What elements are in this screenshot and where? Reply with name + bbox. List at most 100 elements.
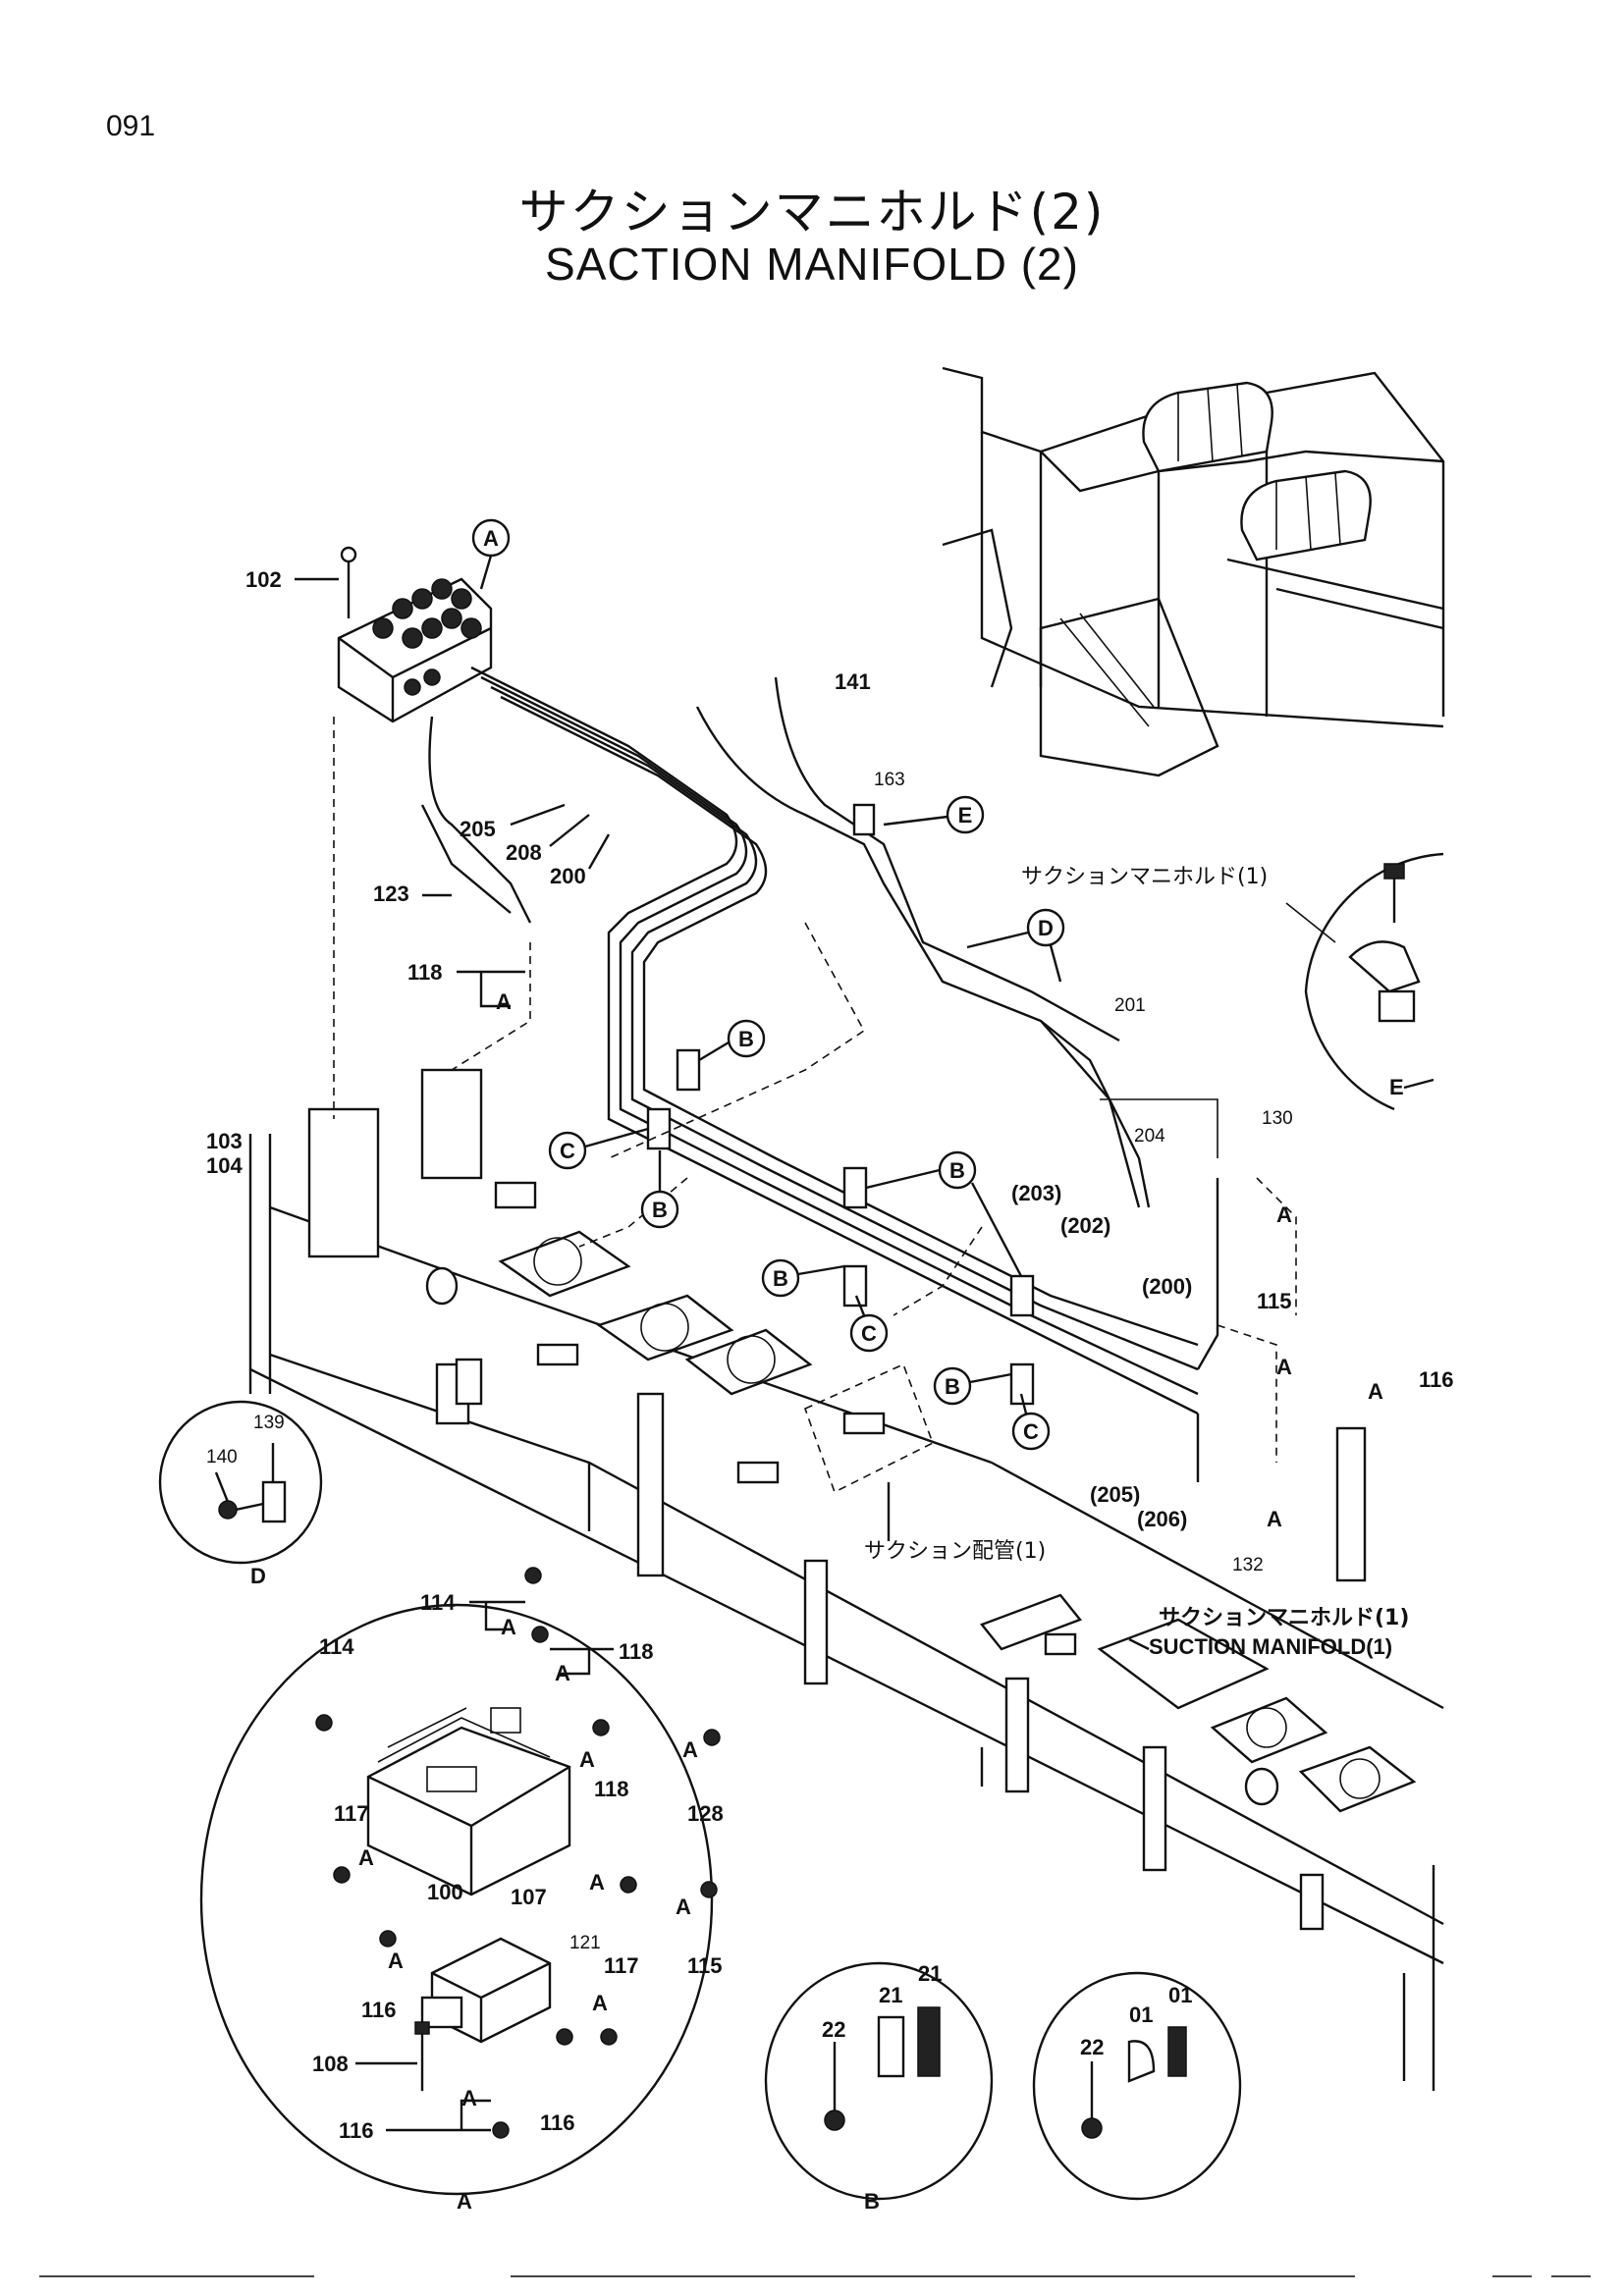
label-a-ref-1: A (496, 989, 512, 1014)
label-140: 140 (206, 1447, 238, 1468)
label-205b: (205) (1090, 1482, 1140, 1507)
label-104: 104 (206, 1153, 243, 1178)
title-japanese: サクションマニホルド(2) (518, 184, 1106, 240)
pipe-bundle (420, 666, 1219, 1482)
callout-b-2: B (640, 1150, 679, 1229)
label-128: 128 (687, 1801, 724, 1826)
label-205: 205 (460, 817, 496, 841)
detail-view-e: E (1285, 852, 1444, 1111)
label-208: 208 (506, 840, 542, 865)
part-labels: 102 123 118 A 103 104 205 208 200 141 16… (206, 567, 1454, 1575)
title-english: SACTION MANIFOLD (2) (545, 239, 1079, 290)
svg-text:C: C (1023, 1419, 1039, 1444)
detail-view-b: 22 21 21 B (764, 1961, 994, 2214)
label-01b: 01 (1168, 1983, 1192, 2007)
svg-text:B: B (945, 1374, 960, 1399)
footer-rule-left (39, 2275, 314, 2277)
label-141: 141 (835, 669, 871, 694)
label-202: (202) (1060, 1213, 1110, 1238)
machine-upper-body (942, 366, 1445, 777)
callout-c-1: C (548, 1127, 649, 1170)
label-a-ref-11: A (589, 1870, 605, 1895)
svg-text:E: E (958, 803, 973, 828)
label-115b: 115 (687, 1953, 723, 1978)
label-a-ref-3: A (1276, 1355, 1292, 1379)
view-e-label: E (1389, 1075, 1404, 1099)
callout-b-4: B (761, 1258, 845, 1298)
svg-text:B: B (773, 1266, 788, 1291)
label-118c: 118 (594, 1777, 629, 1801)
callouts: A B B B B B C (471, 518, 1065, 1451)
label-121: 121 (569, 1933, 601, 1953)
label-a-ref-4: A (1368, 1379, 1383, 1404)
detail-view-clamp: 22 01 01 (1032, 1971, 1242, 2201)
label-107: 107 (511, 1885, 547, 1909)
label-108: 108 (312, 2052, 349, 2076)
label-201: 201 (1114, 995, 1146, 1016)
annotation-suction-piping-1: サクション配管(1) (864, 1539, 1046, 1564)
annotation-suction-manifold-1: サクションマニホルド(1) (1021, 865, 1268, 889)
footer-rule-right-1 (1492, 2275, 1532, 2277)
frame-brackets (307, 1068, 1417, 1931)
label-a-ref-2: A (1276, 1202, 1292, 1227)
label-114b: 114 (319, 1634, 354, 1659)
footer-rule-center (511, 2275, 1355, 2277)
svg-text:A: A (483, 526, 499, 551)
label-116b: 116 (339, 2118, 374, 2143)
callout-c-3: C (1011, 1393, 1051, 1451)
svg-text:B: B (652, 1198, 668, 1222)
annotation-suction-manifold-1-bold: サクションマニホルド(1) (1159, 1606, 1409, 1630)
label-200b: (200) (1142, 1274, 1192, 1299)
label-123: 123 (373, 881, 409, 906)
label-103: 103 (206, 1129, 243, 1153)
label-132: 132 (1232, 1555, 1264, 1575)
label-a-ref-12: A (592, 1991, 608, 2015)
label-a-ref-5: A (1267, 1507, 1282, 1531)
label-114a: 114 (420, 1590, 456, 1615)
svg-text:B: B (738, 1027, 754, 1051)
label-117b: 117 (604, 1953, 639, 1978)
callout-b-3: B (865, 1150, 1023, 1277)
label-a-ref-10: A (358, 1845, 374, 1870)
label-22a: 22 (822, 2017, 845, 2042)
callout-d: D (966, 908, 1065, 983)
label-21a: 21 (879, 1983, 902, 2007)
callout-c-2: C (849, 1295, 889, 1353)
label-118: 118 (407, 960, 443, 985)
pipe-clamps (646, 803, 1035, 1406)
label-a-ref-15: A (461, 2086, 477, 2110)
label-203: (203) (1011, 1181, 1061, 1205)
label-116-right: 116 (1419, 1367, 1454, 1392)
label-22b: 22 (1080, 2035, 1104, 2059)
view-b-label: B (864, 2189, 880, 2214)
label-116a: 116 (361, 1998, 397, 2022)
label-206: (206) (1137, 1507, 1187, 1531)
label-100: 100 (427, 1880, 463, 1904)
svg-text:C: C (861, 1321, 877, 1346)
label-204: 204 (1134, 1126, 1165, 1147)
label-102: 102 (245, 567, 282, 592)
callout-e: E (883, 795, 985, 834)
view-a-label: A (457, 2189, 472, 2214)
label-117a: 117 (334, 1801, 369, 1826)
label-116c: 116 (540, 2110, 575, 2135)
page-number: 091 (106, 110, 156, 142)
manifold-block (337, 546, 493, 723)
label-a-ref-6: A (501, 1615, 516, 1639)
callout-b-1: B (698, 1019, 766, 1062)
label-163: 163 (874, 770, 905, 790)
label-21b: 21 (918, 1961, 942, 1986)
leader-lines (333, 717, 1297, 1463)
svg-text:B: B (949, 1158, 965, 1183)
label-a-ref-9: A (682, 1737, 698, 1762)
annotations: サクションマニホルド(1) サクション配管(1) サクションマニホルド(1) S… (864, 865, 1409, 1659)
callout-b-5: B (933, 1366, 1012, 1406)
annotation-suction-manifold-1-en: SUCTION MANIFOLD(1) (1149, 1634, 1392, 1659)
svg-text:C: C (560, 1139, 575, 1163)
label-01a: 01 (1129, 2002, 1153, 2027)
label-130: 130 (1262, 1108, 1293, 1129)
label-118b: 118 (619, 1639, 654, 1664)
svg-text:D: D (1038, 916, 1054, 940)
label-a-ref-7: A (555, 1661, 570, 1685)
